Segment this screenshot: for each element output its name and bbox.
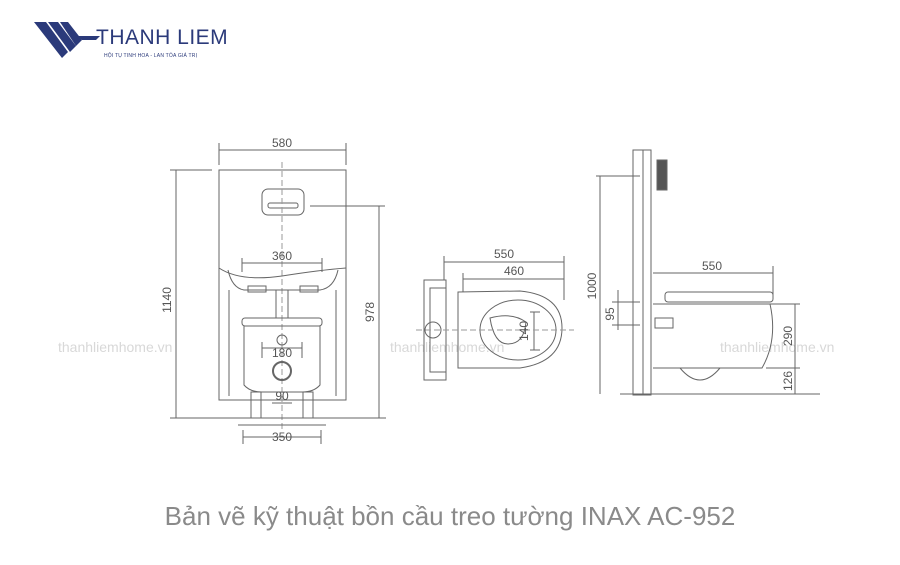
brand-logo: THANH LIEM HỘI TỤ TINH HOA - LAN TỎA GIÁ… <box>34 20 244 62</box>
watermark: thanhliemhome.vn <box>58 339 173 355</box>
dim-top-opening: 140 <box>517 321 531 341</box>
brand-tagline: HỘI TỤ TINH HOA - LAN TỎA GIÁ TRỊ <box>104 53 198 59</box>
brand-name: THANH LIEM <box>96 26 229 49</box>
dim-side-projection: 550 <box>702 259 722 273</box>
logo-mark-icon <box>34 22 100 58</box>
dim-top-bowl-length: 460 <box>504 264 524 278</box>
dim-front-bolt-spacing: 180 <box>272 346 292 360</box>
watermark: thanhliemhome.vn <box>720 339 835 355</box>
dim-front-width: 580 <box>272 136 292 150</box>
dim-front-flush-height: 978 <box>363 302 377 322</box>
dim-side-floor-clearance: 126 <box>781 371 795 391</box>
side-view <box>596 149 820 396</box>
watermark: thanhliemhome.vn <box>390 339 505 355</box>
dim-front-outlet: 90 <box>275 389 289 403</box>
dim-top-length: 550 <box>494 247 514 261</box>
dim-front-base: 350 <box>272 430 292 444</box>
technical-drawing: 580 360 180 90 350 1140 978 550 460 140 … <box>160 136 820 444</box>
dim-side-rim-height: 290 <box>781 326 795 346</box>
front-view <box>170 143 386 444</box>
dim-front-bowl-width: 360 <box>272 249 292 263</box>
top-view <box>416 256 574 381</box>
dim-front-height: 1140 <box>160 287 174 313</box>
caption: Bản vẽ kỹ thuật bồn cầu treo tường INAX … <box>164 501 736 531</box>
dim-side-offset: 95 <box>603 307 617 321</box>
dim-side-frame-height: 1000 <box>585 272 599 299</box>
